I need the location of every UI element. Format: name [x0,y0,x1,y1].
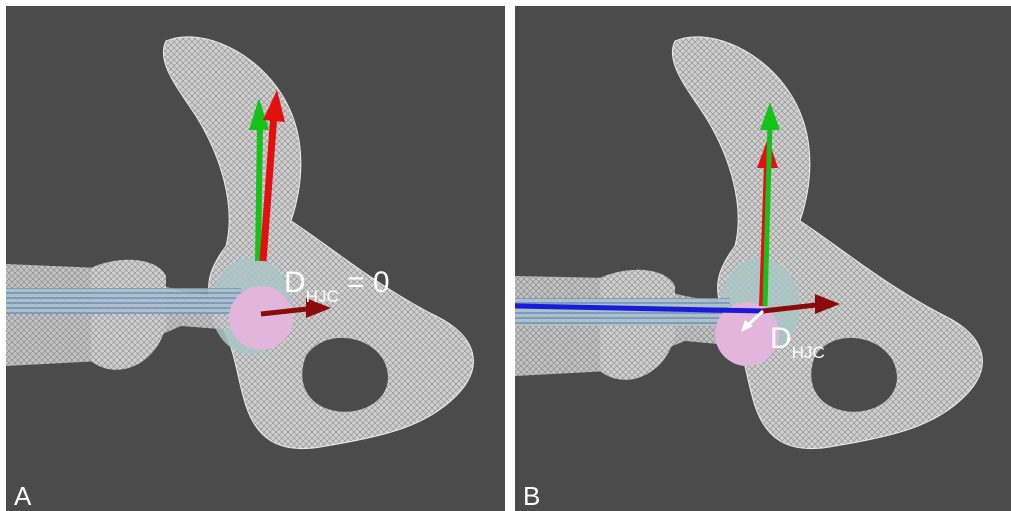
femur-neck [6,288,241,314]
annotation-suffix: = 0 [339,266,390,299]
panel-a: DHJC = 0 A [6,6,505,511]
d-hjc-annotation: DHJC = 0 [284,268,390,305]
d-hjc-annotation: DHJC [770,324,825,361]
annotation-subscript: HJC [792,343,825,362]
panel-label-b: B [523,483,540,509]
annotation-main: D [770,322,792,355]
annotation-subscript: HJC [306,287,339,306]
panel-b: DHJC B [515,6,1011,511]
panel-label-a: A [14,483,31,509]
femur-trochanter [91,260,166,370]
annotation-main: D [284,266,306,299]
hip-scene-b [515,6,1011,511]
hip-scene-a [6,6,505,511]
axis-y-green [258,124,260,261]
